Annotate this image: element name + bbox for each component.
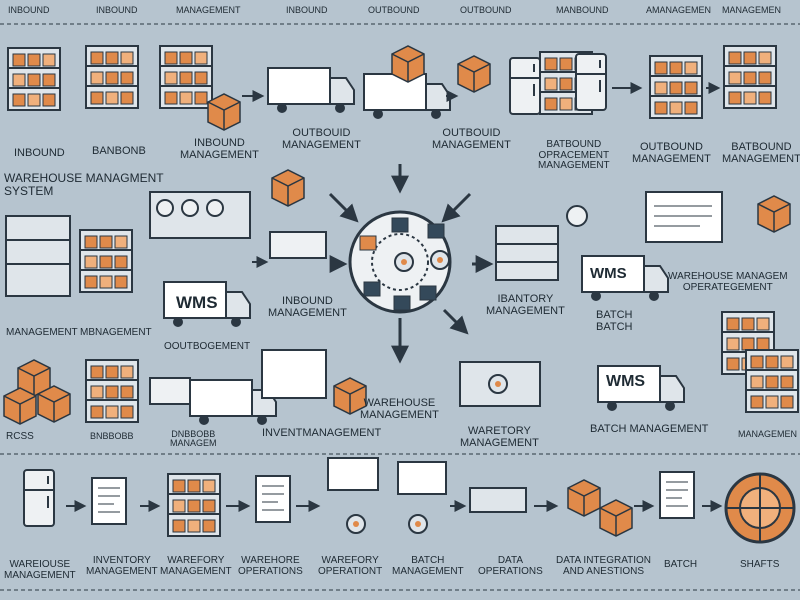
wms-truck-left: WMS: [163, 281, 251, 328]
left-section-icons: [3, 169, 305, 425]
row3-label: BNBBOBB: [90, 431, 134, 441]
right-section-icons: WMS: [495, 191, 799, 413]
row1-label: OUTBOUND MANAGEMENT: [632, 141, 711, 165]
bottom-label: BATCH: [664, 559, 698, 570]
bottom-label: WAREIOUSE MANAGEMENT: [4, 559, 76, 581]
row3-label: BATCH MANAGEMENT: [590, 423, 709, 435]
left-title: WAREHOUSE MANAGMENT SYSTEM: [4, 171, 164, 198]
row1-label: INBOUND: [14, 147, 65, 159]
row3-label: WARETORY MANAGEMENT: [460, 425, 539, 449]
bottom-label: WAREHORE OPERATIONS: [238, 555, 303, 577]
warehouse-right-label: WAREHOUSE MANAGEM OPERATEGEMENT: [668, 271, 788, 293]
row3-label: RCSS: [6, 431, 34, 442]
bottom-label: WAREFORY MANAGEMENT: [160, 555, 232, 577]
bottom-label: DATA OPERATIONS: [478, 555, 543, 577]
bottom-row-icons: [23, 457, 796, 544]
management-label: MBNAGEMENT: [80, 327, 152, 338]
bottom-label: SHAFTS: [740, 559, 780, 570]
outbound-label: OOUTBOGEMENT: [164, 341, 251, 352]
row1-label: BATBOUND OPRACEMENT MANAGEMENT: [538, 139, 610, 171]
top-label: OUTBOUND: [368, 5, 420, 15]
row1-icons: [7, 45, 777, 131]
top-label: OUTBOUND: [460, 5, 512, 15]
wms-label: WMS: [176, 293, 218, 312]
top-label: AMANAGEMEN: [646, 5, 712, 15]
inventory-management-label: IBANTORY MANAGEMENT: [486, 293, 565, 317]
gear-cluster: [149, 191, 327, 259]
central-hub: [348, 210, 452, 314]
bottom-label: INVENTORY MANAGEMENT: [86, 555, 158, 577]
wms-label: WMS: [606, 373, 645, 390]
row1-label: BATBOUND MANAGEMENT: [722, 141, 800, 165]
row1-label: INBOUND MANAGEMENT: [180, 137, 259, 161]
row3-icons: WMS: [149, 349, 685, 426]
row1-label: OUTBOUID MANAGEMENT: [282, 127, 361, 151]
top-label: MANBOUND: [556, 5, 609, 15]
management-label: MANAGEMENT: [6, 327, 78, 338]
bottom-label: WAREFORY OPERATIONT: [318, 555, 383, 577]
top-label: MANAGEMENT: [176, 5, 241, 15]
inbound-management-label: INBOUND MANAGEMENT: [268, 295, 347, 319]
top-label: INBOUND: [96, 5, 138, 15]
row1-label: BANBONB: [92, 145, 146, 157]
top-label: MANAGEMEN: [722, 5, 782, 15]
row1-label: OUTBOUID MANAGEMENT: [432, 127, 511, 151]
row3-label: INVENTMANAGEMENT: [262, 427, 382, 439]
row3-label: WAREHOUSE MANAGEMENT: [360, 397, 439, 421]
row3-label: MANAGEMEN: [738, 429, 798, 439]
bottom-label: DATA INTEGRATION AND ANESTIONS: [556, 555, 652, 577]
wms-label: WMS: [590, 265, 627, 282]
top-label: INBOUND: [286, 5, 328, 15]
top-label: INBOUND: [8, 5, 50, 15]
row3-label: DNBBOBB MANAGEM: [170, 429, 217, 449]
batch-label: BATCH BATCH: [596, 309, 633, 333]
bottom-label: BATCH MANAGEMENT: [392, 555, 464, 577]
